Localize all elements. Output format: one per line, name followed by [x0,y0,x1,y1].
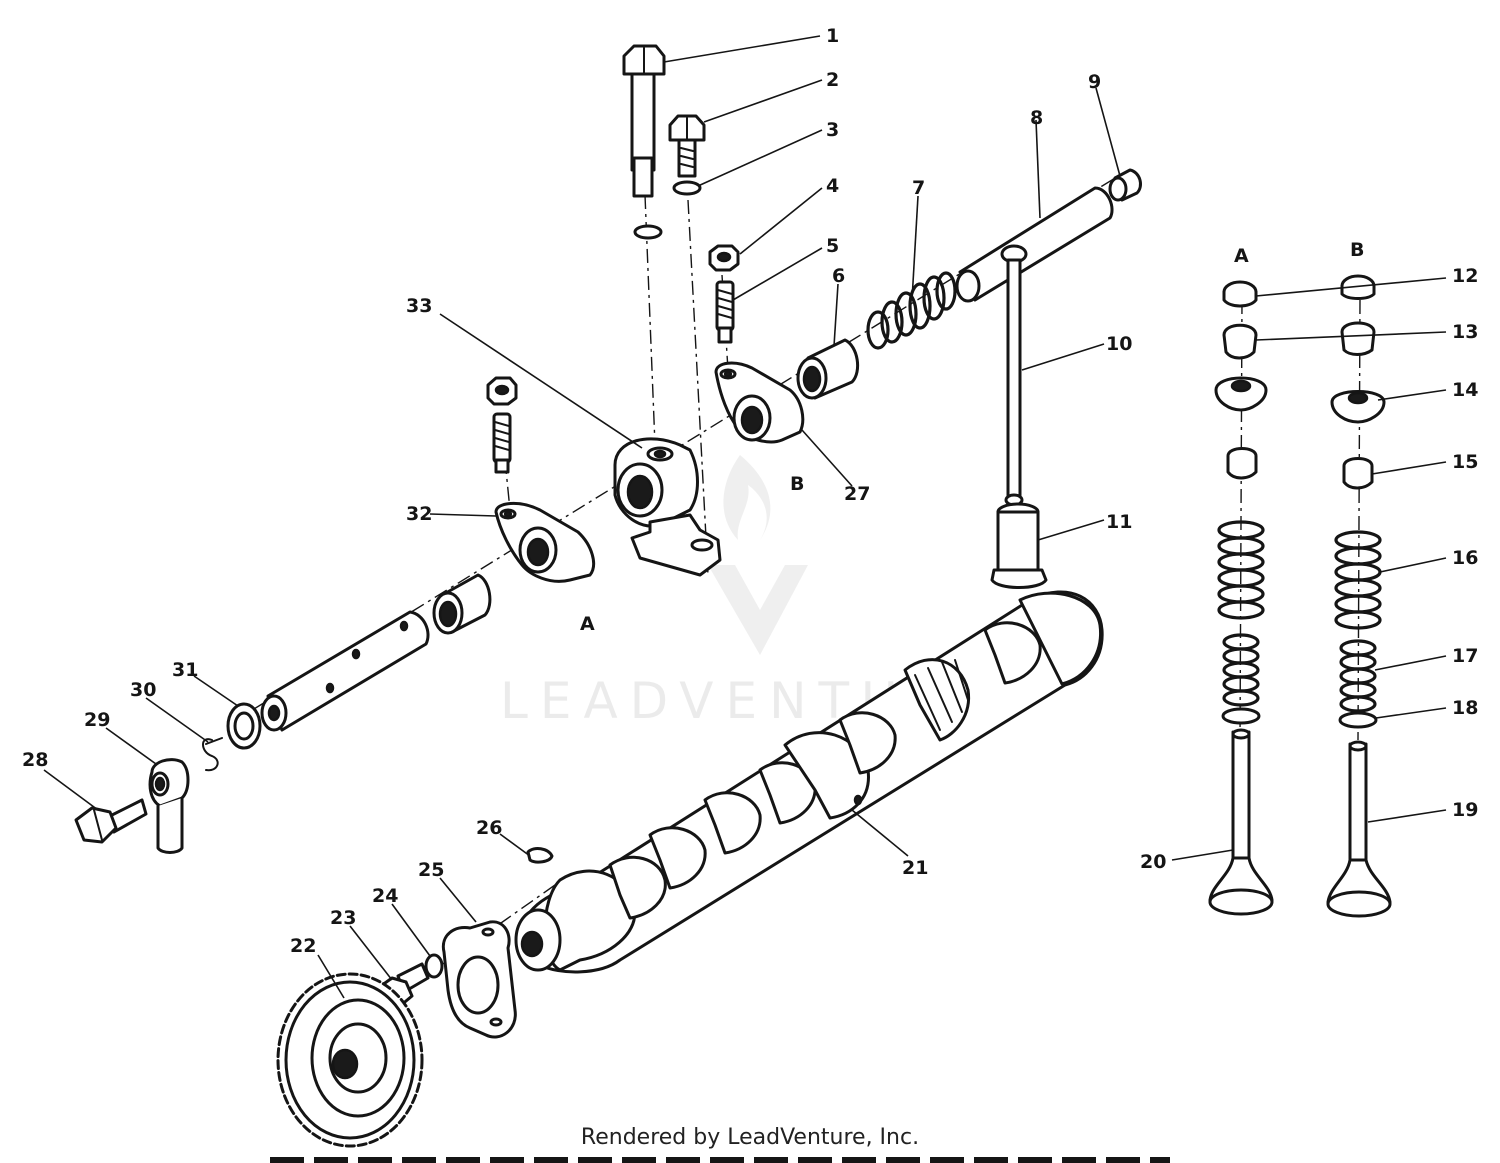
callout-31: 31 [172,659,198,681]
part-22-cam-gear [276,972,424,1148]
leader-lines [43,35,1447,999]
callout-1: 1 [826,25,839,47]
part-28-bolt [74,798,148,844]
ref-label-valve-b: B [1350,239,1364,261]
part-2-short-bolt [668,114,706,178]
ref-label-rocker-a: A [580,613,595,635]
ref-label-rocker-b: B [790,473,804,495]
callout-16: 16 [1452,547,1478,569]
callout-10: 10 [1106,333,1132,355]
part-14-retainer-b [1330,390,1386,424]
part-18-spring-seat-a [1221,707,1261,725]
callout-28: 28 [22,749,48,771]
part-25-gasket [441,920,517,1039]
part-6-bushing [796,338,860,400]
valve-assembly-b [1326,274,1392,918]
callout-19: 19 [1452,799,1478,821]
callout-30: 30 [130,679,156,701]
callout-5: 5 [826,235,839,257]
part-14-retainer-a [1214,376,1268,412]
part-16-outer-spring-a [1217,520,1265,620]
callout-20: 20 [1140,851,1166,873]
part-15-seal-a [1226,447,1258,480]
callout-2: 2 [826,69,839,91]
callout-29: 29 [84,709,110,731]
part-17-inner-spring-b [1339,639,1377,713]
callout-24: 24 [372,885,398,907]
part-15-seal-b [1342,457,1374,490]
callout-27: 27 [844,483,870,505]
callout-17: 17 [1452,645,1478,667]
rocker-a-bushing [432,573,492,635]
lower-rocker-shaft [260,610,430,732]
part-5-adjusting-screw [715,280,735,344]
part-26-woodruff-key [526,847,554,864]
callout-21: 21 [902,857,928,879]
part-33-rocker-support [613,437,722,577]
rocker-a-nut [486,376,518,406]
rocker-a-adjusting-screw [492,412,512,474]
callout-25: 25 [418,859,444,881]
callout-7: 7 [912,177,925,199]
callout-9: 9 [1088,71,1101,93]
callout-8: 8 [1030,107,1043,129]
part-11-tappet [990,502,1048,589]
valve-assembly-a [1208,280,1274,916]
footer-credit: Rendered by LeadVenture, Inc. [580,1125,920,1150]
part-1-long-bolt [622,44,666,198]
callout-33: 33 [406,295,432,317]
part-18-spring-seat-b [1338,711,1378,729]
part-13-keepers-a [1222,323,1258,360]
callout-13: 13 [1452,321,1478,343]
callout-4: 4 [826,175,839,197]
part-10-push-rod [1000,244,1028,507]
part-24-lock-washer [424,953,444,979]
callout-22: 22 [290,935,316,957]
part-8-rocker-shaft [955,186,1114,303]
part-30-snap-clip [202,737,223,772]
part-13-keepers-b [1340,321,1376,356]
part-29-shaft-holder [148,758,190,854]
part-9-plug [1108,168,1142,202]
part-1-washer [633,224,663,240]
callout-14: 14 [1452,379,1478,401]
part-20-valve-a [1208,728,1274,916]
callout-6: 6 [832,265,845,287]
part-32-rocker-arm [494,502,595,583]
callout-11: 11 [1106,511,1132,533]
ref-label-valve-a: A [1234,245,1249,267]
part-3-washer [672,180,702,196]
callout-18: 18 [1452,697,1478,719]
callout-32: 32 [406,503,432,525]
callout-26: 26 [476,817,502,839]
callout-12: 12 [1452,265,1478,287]
part-27-rocker-arm [714,361,805,444]
callout-3: 3 [826,119,839,141]
part-19-valve-b [1326,740,1392,918]
part-16-outer-spring-b [1334,530,1382,630]
cropped-title-strip [270,1157,1170,1163]
part-21-camshaft [514,590,1104,974]
part-31-thrust-washer [226,702,262,750]
callout-15: 15 [1452,451,1478,473]
part-4-nut [708,244,740,272]
part-17-inner-spring-a [1222,633,1260,707]
callout-23: 23 [330,907,356,929]
part-7-rocker-spring [866,271,957,350]
callout-labels: 1 2 3 4 5 6 7 8 9 10 11 12 13 14 15 16 1… [22,25,1478,957]
